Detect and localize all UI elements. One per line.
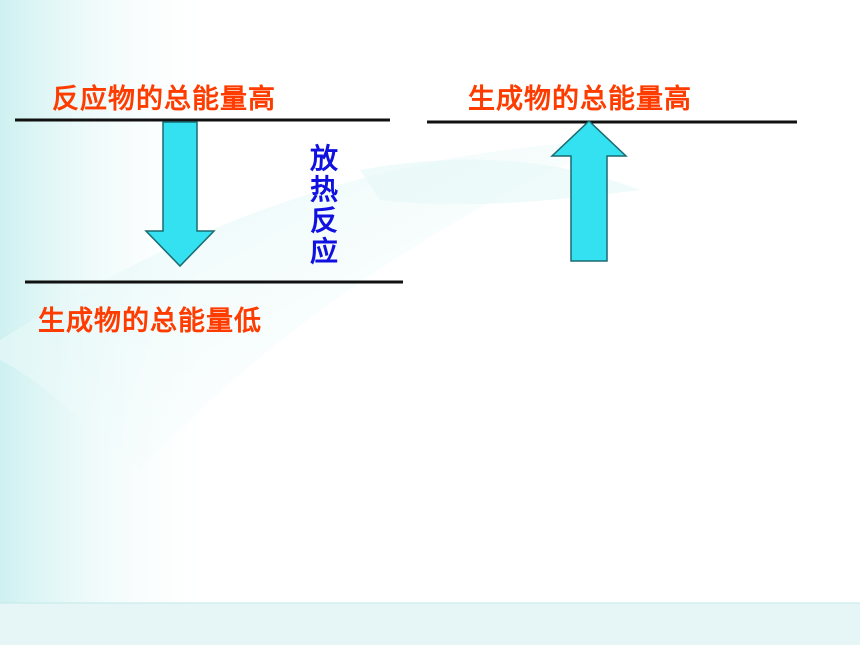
exothermic-reaction-label: 放热反应: [309, 142, 338, 268]
product-energy-high-label: 生成物的总能量高: [468, 84, 692, 115]
up-arrow-icon: [550, 119, 628, 262]
reactant-energy-high-label: 反应物的总能量高: [52, 84, 276, 115]
down-arrow-icon: [144, 121, 216, 268]
product-energy-low-label: 生成物的总能量低: [38, 306, 262, 337]
